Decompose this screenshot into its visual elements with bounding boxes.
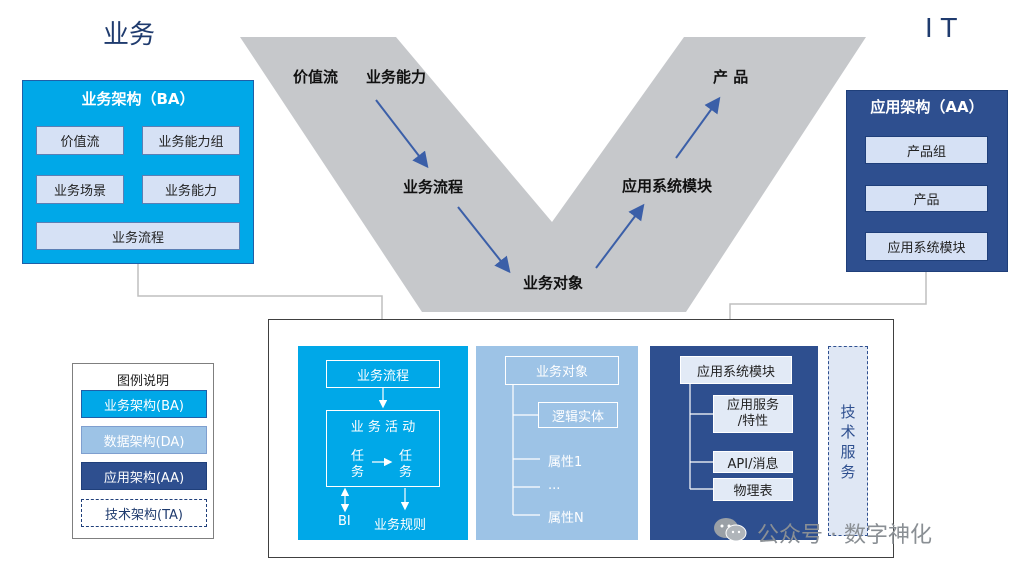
bottom-da-section: [476, 346, 638, 540]
bottom-aa-table: 物理表: [713, 478, 793, 501]
ba-capability: 业务能力: [142, 175, 240, 204]
wechat-logo: [714, 518, 747, 542]
ba-panel-title: 业务架构（BA）: [81, 90, 195, 108]
bottom-ba-rules: 业务规则: [374, 518, 427, 533]
bottom-aa-module: 应用系统模块: [680, 356, 792, 384]
bottom-da-entity: 逻辑实体: [538, 402, 618, 428]
legend-ba: 业务架构(BA): [81, 390, 207, 418]
bottom-ba-activity: 业 务 活 动: [350, 420, 416, 435]
legend: 图例说明 业务架构(BA) 数据架构(DA) 应用架构(AA) 技术架构(TA): [72, 363, 214, 539]
bottom-ba-task-1: 任 务: [351, 449, 365, 480]
bottom-ba-task-2: 任 务: [399, 449, 413, 480]
wechat-icon: [712, 516, 748, 544]
bottom-da-attr-n: 属性N: [548, 511, 584, 526]
it-header: I T: [925, 14, 957, 44]
bottom-ba-process: 业务流程: [326, 360, 440, 388]
flow-arrow-1: [375, 99, 429, 169]
flow-arrow-3: [595, 203, 645, 269]
v-product: 产 品: [713, 68, 749, 86]
bottom-ta-section: [828, 346, 868, 536]
v-business-capability: 业务能力: [366, 68, 427, 86]
legend-aa: 应用架构(AA): [81, 462, 207, 490]
aa-panel-title: 应用架构（AA）: [870, 98, 984, 116]
v-app-module: 应用系统模块: [622, 177, 713, 195]
bottom-aa-service: 应用服务 /特性: [713, 395, 793, 433]
bottom-ba-bi: BI: [338, 514, 351, 529]
aa-module: 应用系统模块: [865, 232, 988, 261]
bottom-ta-label: 技 术 服 务: [840, 403, 856, 481]
bottom-da-attr-1: 属性1: [548, 455, 583, 470]
aa-product-group: 产品组: [865, 136, 988, 164]
v-business-process: 业务流程: [403, 178, 464, 196]
legend-da: 数据架构(DA): [81, 426, 207, 454]
business-header: 业务: [103, 20, 156, 50]
flow-arrow-2: [457, 206, 511, 274]
ba-process: 业务流程: [36, 222, 240, 250]
legend-title: 图例说明: [116, 374, 169, 389]
ba-capability-group: 业务能力组: [142, 126, 240, 155]
bottom-ba-activity-box: [326, 410, 440, 487]
ba-to-bottom-connector: [137, 250, 388, 339]
ba-scenario: 业务场景: [36, 175, 124, 204]
flow-arrow-4: [675, 96, 721, 159]
aa-product: 产品: [865, 185, 988, 212]
ba-value-stream: 价值流: [36, 126, 124, 155]
bottom-aa-api: API/消息: [713, 451, 793, 473]
v-business-object: 业务对象: [523, 274, 584, 292]
bottom-da-dots: ...: [548, 478, 561, 493]
watermark-text: 公众号 · 数字神化: [757, 523, 932, 548]
v-value-stream: 价值流: [293, 68, 339, 86]
legend-ta: 技术架构(TA): [81, 499, 207, 527]
bottom-da-object: 业务对象: [505, 356, 619, 385]
